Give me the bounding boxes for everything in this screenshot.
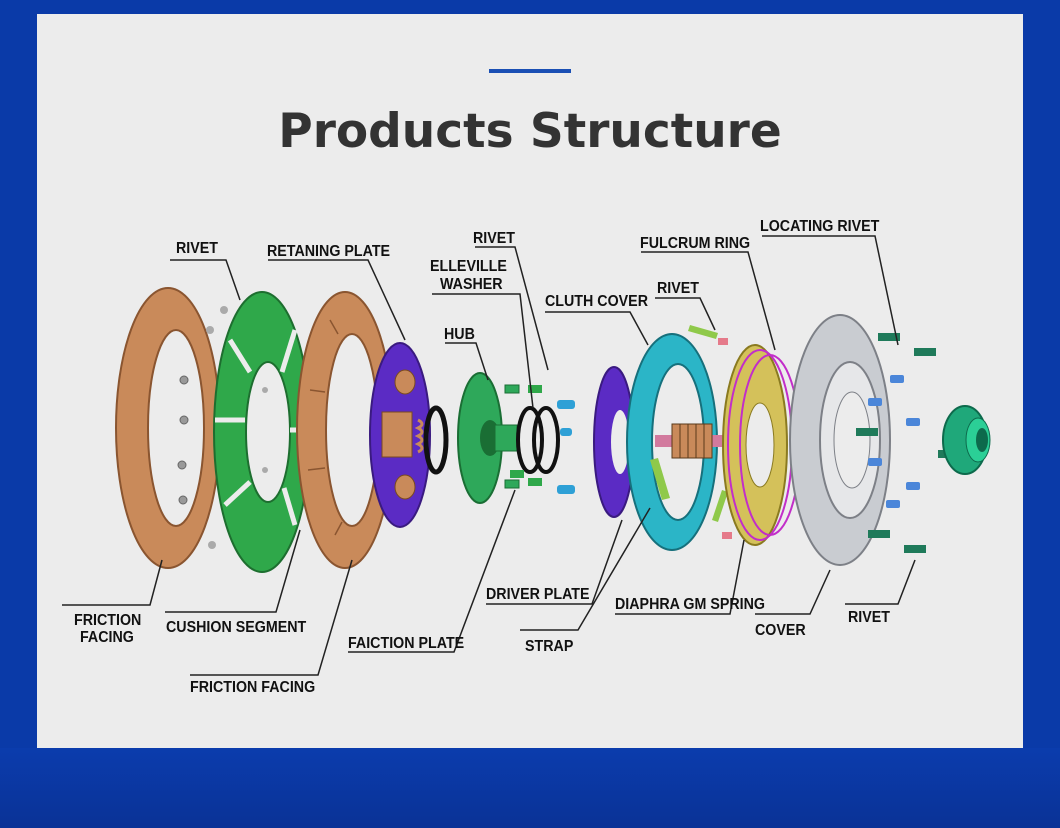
driver-plate: [593, 366, 635, 518]
label-elleville-washer-line1: ELLEVILLE: [430, 258, 507, 275]
label-friction-facing-left-line2: FACING: [80, 629, 134, 646]
label-locating-rivet: LOCATING RIVET: [760, 218, 880, 235]
label-cushion-segment: CUSHION SEGMENT: [166, 619, 307, 636]
label-rivet-2: RIVET: [473, 230, 516, 247]
label-diaphra-gm-spring: DIAPHRA GM SPRING: [615, 596, 766, 613]
cover: [789, 314, 891, 566]
label-friction-facing-left-line1: FRICTION: [74, 612, 142, 629]
label-rivet-4: RIVET: [848, 609, 891, 626]
label-rivet-3: RIVET: [657, 280, 700, 297]
diaphragm-spring: [722, 344, 793, 546]
label-friction-facing-bottom: FRICTION FACING: [190, 679, 316, 696]
retaining-plate: [369, 342, 431, 528]
label-faiction-plate: FAICTION PLATE: [348, 635, 465, 652]
label-fulcrum-ring: FULCRUM RING: [640, 235, 751, 252]
release-bearing: [942, 405, 991, 475]
label-cluth-cover: CLUTH COVER: [545, 293, 648, 310]
clutch-cover-ring: [626, 333, 725, 551]
label-rivet-1: RIVET: [176, 240, 219, 257]
hub: [423, 372, 520, 504]
page-title: Products Structure: [278, 104, 782, 159]
label-retaning-plate: RETANING PLATE: [267, 243, 391, 260]
label-elleville-washer-line2: WASHER: [440, 276, 503, 293]
label-cover: COVER: [755, 622, 806, 639]
friction-facing-left: [115, 287, 221, 569]
label-strap: STRAP: [525, 638, 574, 655]
label-driver-plate: DRIVER PLATE: [486, 586, 590, 603]
title-accent-bar: [489, 69, 571, 73]
elleville-washer: [516, 406, 560, 474]
label-hub: HUB: [444, 326, 475, 343]
bottom-band: [0, 748, 1060, 828]
